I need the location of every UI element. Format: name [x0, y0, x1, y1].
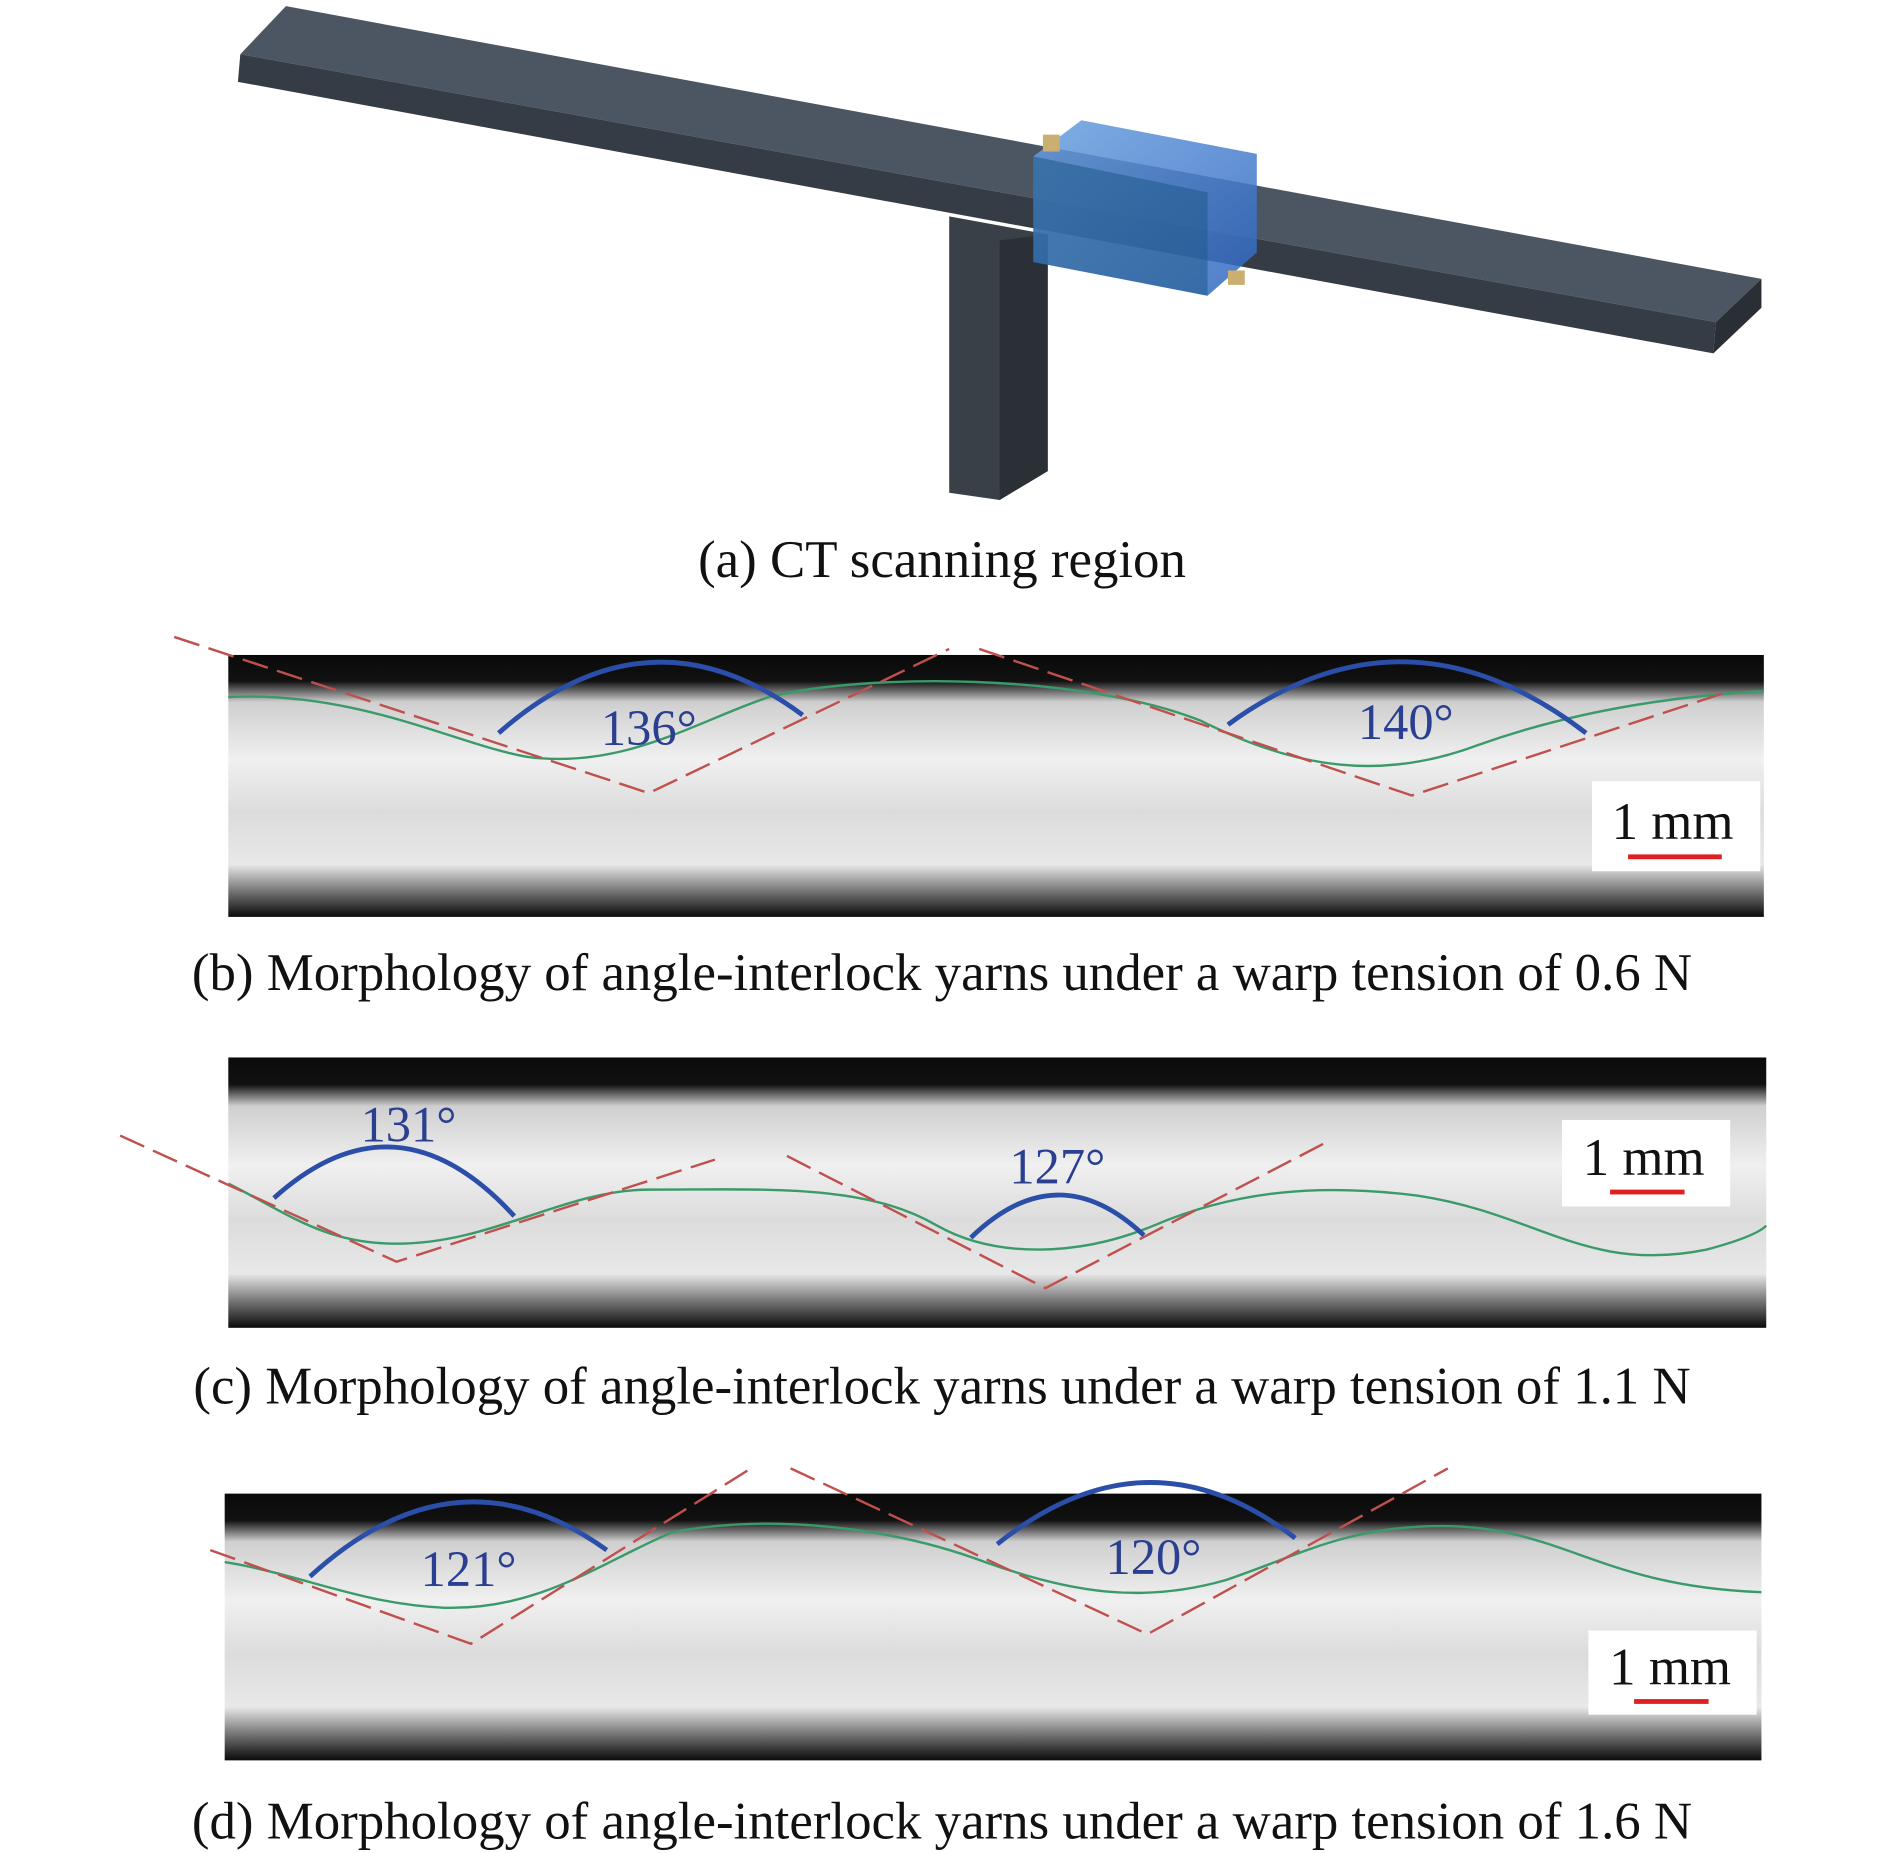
guide-lines: [209, 1467, 1449, 1646]
angle-label: 131°: [361, 1097, 457, 1153]
scan-region-box-front: [1033, 156, 1208, 296]
beam-top-face: [240, 6, 1762, 323]
svg-text:1 mm: 1 mm: [1583, 1129, 1705, 1187]
caption-d: (d) Morphology of angle-interlock yarns …: [192, 1792, 1692, 1850]
yarn-path: [227, 1182, 1768, 1257]
ct-scanning-model: [237, 6, 1762, 500]
angle-label: 140°: [1358, 694, 1454, 750]
scale-bar: 1 mm: [1561, 1119, 1731, 1207]
angle-arc: [272, 1144, 517, 1218]
clamp-marker: [1042, 134, 1060, 152]
clamp-marker: [1227, 270, 1245, 285]
angle-arc: [497, 659, 805, 735]
angle-arc: [995, 1480, 1297, 1546]
ct-panel-b: 136° 140° 1 mm: [173, 635, 1764, 917]
angle-label: 136°: [601, 700, 697, 756]
yarn-path: [224, 1522, 1762, 1609]
ct-panel-d: 121° 120° 1 mm: [209, 1467, 1762, 1761]
angle-arc: [969, 1192, 1146, 1240]
beam-end-face: [1713, 278, 1762, 354]
angle-arc: [1226, 659, 1588, 735]
yarn-path: [228, 680, 1764, 768]
scale-bar: 1 mm: [1592, 781, 1761, 872]
caption-a: (a) CT scanning region: [698, 531, 1186, 589]
support-post-side: [999, 234, 1048, 500]
angle-label: 121°: [421, 1541, 517, 1597]
svg-text:1 mm: 1 mm: [1612, 793, 1734, 851]
beam-front-face: [237, 54, 1716, 354]
guide-lines: [173, 635, 1731, 797]
scale-bar: 1 mm: [1588, 1630, 1757, 1715]
ct-panel-c: 131° 127° 1 mm: [119, 1057, 1768, 1328]
caption-c: (c) Morphology of angle-interlock yarns …: [193, 1358, 1690, 1416]
guide-lines: [119, 1134, 1329, 1290]
angle-label: 120°: [1106, 1529, 1202, 1585]
angle-label: 127°: [1009, 1139, 1105, 1195]
caption-b: (b) Morphology of angle-interlock yarns …: [192, 944, 1692, 1002]
angle-arc: [308, 1499, 609, 1579]
svg-text:1 mm: 1 mm: [1609, 1639, 1731, 1697]
